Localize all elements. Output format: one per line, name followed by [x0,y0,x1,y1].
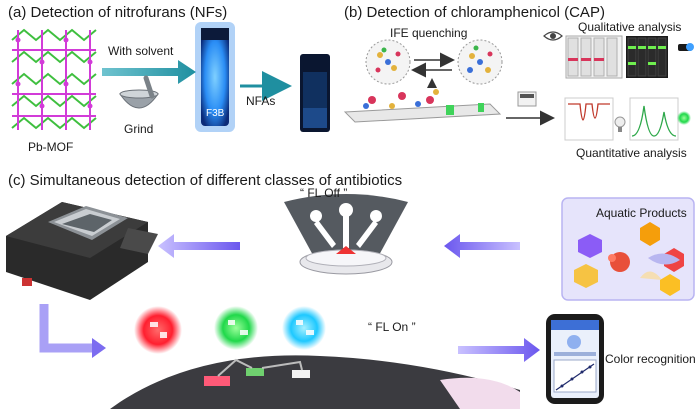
phone-app [546,314,604,404]
fan-paper-chip [284,194,408,275]
aquatic-products-box [561,197,695,301]
fl-off-label: “ FL Off ” [300,186,348,200]
ife-mechanism-illustration [365,39,503,88]
quantitative-spectra [564,97,691,141]
test-strip [343,89,502,123]
pb-mof-structure [11,28,97,130]
panel-c-title: (c) Simultaneous detection of different … [8,172,403,189]
elbow-arrow [39,304,106,358]
glowing-vial [195,22,235,132]
quantitative-label: Quantitative analysis [576,146,687,160]
pb-mof-label: Pb-MOF [28,140,74,154]
qualitative-strips [565,35,668,79]
color-recognition-label: Color recognition [605,352,696,366]
qualitative-label: Qualitative analysis [578,20,682,34]
solvent-arrow [102,60,196,84]
arrow-to-phone [458,338,540,362]
reader-arrow [506,91,555,126]
fluorescent-spots [134,306,326,354]
arrow-right-to-chip [444,234,520,258]
grind-label: Grind [124,122,154,136]
mortar-grind-icon [119,75,159,109]
panel-a-title: (a) Detection of nitrofurans (NFs) [8,4,228,21]
ife-quenching-label: IFE quenching [390,26,468,40]
fl-on-label: “ FL On ” [368,320,416,334]
dark-vial [300,54,330,132]
uv-lamp-icon [678,43,694,51]
with-solvent-label: With solvent [108,44,174,58]
smartphone-device [6,202,158,300]
eye-icon [543,31,563,41]
nfas-label: NFAs [246,94,276,108]
paper-device-surface [110,355,520,409]
panel-b-title: (b) Detection of chloramphenicol (CAP) [344,4,605,21]
aquatic-products-label: Aquatic Products [596,206,687,220]
arrow-left-to-device [158,234,240,258]
vial-label: F3B [206,108,225,119]
